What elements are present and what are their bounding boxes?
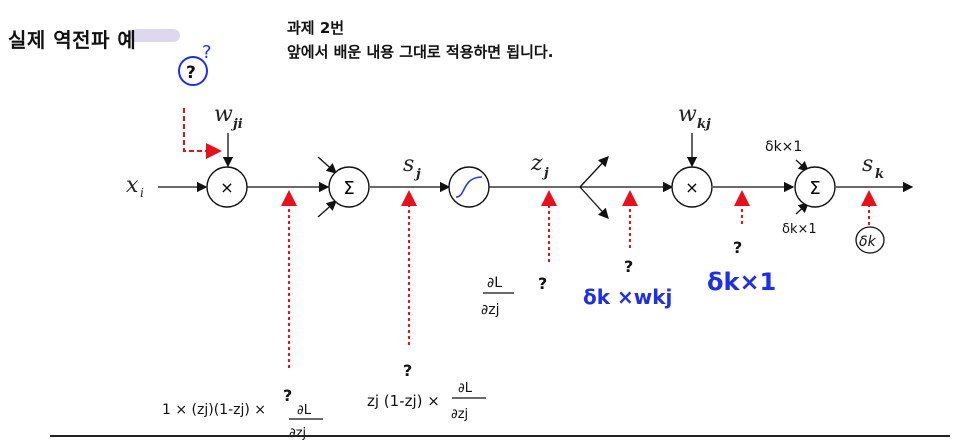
branch-down [579, 186, 609, 219]
note-sigmoid-grad: zj (1-zj) × [367, 392, 440, 410]
slide-title: 실제 역전파 예 [8, 28, 137, 52]
sum-input-bottom [317, 200, 337, 218]
title-highlight [130, 29, 180, 42]
qmark-first: ? [283, 386, 292, 405]
multiply-node-1: × [206, 166, 248, 208]
question-mark-scribble: ? [202, 42, 212, 63]
top-question-mark: ? ? [178, 42, 212, 86]
qmark-wkj: ? [624, 257, 633, 276]
sum-input-top [317, 156, 337, 174]
delta-k-circle [855, 226, 885, 254]
label-sj-sub: j [413, 167, 421, 182]
label-wkj: w [678, 102, 697, 127]
label-wji: w [214, 102, 233, 127]
note-dL-2: ∂L [458, 381, 473, 396]
svg-text:×: × [685, 178, 698, 197]
sigmoid-node [448, 166, 490, 208]
note-dk-wkj: δk ×wkj [583, 285, 672, 309]
label-zj: z [530, 151, 543, 176]
label-x-sub: i [140, 186, 144, 200]
note-dk-x1-big: δk×1 [707, 268, 776, 296]
note-dk-x1-top: δk×1 [765, 139, 802, 155]
svg-text:×: × [220, 178, 233, 197]
label-sk: s [862, 152, 873, 177]
label-wkj-sub: kj [697, 117, 711, 132]
qmark-dk: ? [733, 238, 742, 257]
note-first-grad: 1 × (zj)(1-zj) × [162, 402, 266, 418]
qmark-sj: ? [403, 361, 412, 380]
task-instruction: 앞에서 배운 내용 그대로 적용하면 됩니다. [287, 43, 554, 61]
note-dL: ∂L [487, 275, 502, 291]
task-box: 과제 2번 앞에서 배운 내용 그대로 적용하면 됩니다. [287, 16, 553, 64]
question-mark-text: ? [186, 63, 196, 83]
note-dz: ∂zj [481, 302, 499, 318]
task-heading: 과제 2번 [287, 19, 345, 37]
note-dz-3: ∂zj [289, 426, 306, 441]
qmark-zj: ? [538, 274, 547, 293]
sigmoid-curve-icon [455, 176, 483, 198]
svg-text:Σ: Σ [343, 178, 354, 199]
branch-up [579, 156, 609, 188]
sum-node-1: Σ [328, 166, 370, 208]
svg-text:Σ: Σ [809, 178, 820, 199]
label-zj-sub: j [541, 166, 549, 181]
label-sj: s [403, 152, 414, 177]
label-x: x [126, 173, 139, 198]
red-path-to-multiply [183, 108, 222, 159]
bottom-rule [50, 435, 950, 437]
note-dk-x1-bottom: δk×1 [782, 222, 817, 237]
note-dL-3: ∂L [297, 403, 312, 418]
note-delta-k: δk [859, 234, 877, 250]
sum-node-2: Σ [794, 166, 836, 208]
note-dz-2: ∂zj [451, 407, 468, 422]
label-wji-sub: ji [230, 117, 243, 132]
multiply-node-2: × [671, 166, 713, 208]
label-sk-sub: k [875, 167, 884, 182]
